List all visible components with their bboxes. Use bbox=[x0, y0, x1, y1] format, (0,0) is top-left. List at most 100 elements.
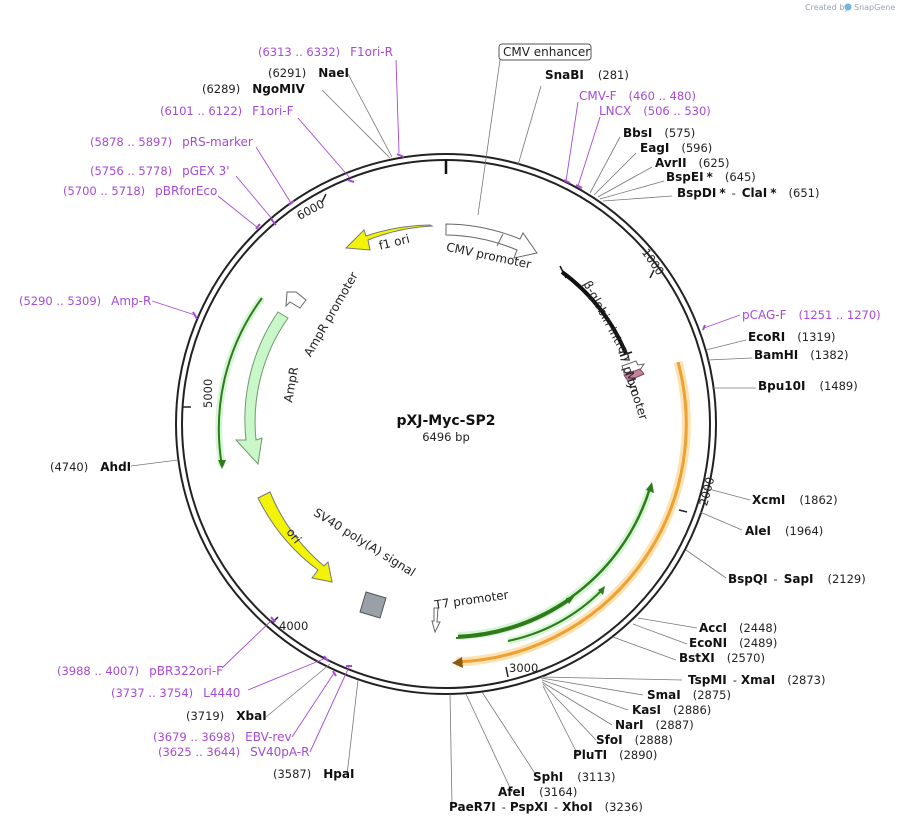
sv40-box bbox=[359, 591, 387, 619]
leader-ngomiv bbox=[321, 89, 391, 159]
enzyme-ahdi: (4740)AhdI bbox=[50, 460, 131, 474]
enzyme-bbsi: BbsI(575) bbox=[623, 126, 695, 140]
enzyme-alei: AleI(1964) bbox=[745, 524, 823, 538]
beta-globin-arc bbox=[560, 270, 628, 355]
leader-paer7i bbox=[449, 693, 453, 806]
left-green-arc bbox=[217, 297, 263, 467]
enzyme-bpu10i: Bpu10I(1489) bbox=[758, 379, 858, 393]
leader-sfoi bbox=[542, 683, 597, 741]
leader-ahdi bbox=[130, 459, 179, 467]
enzyme-bspdi-clai: BspDI*-ClaI*(651) bbox=[677, 186, 819, 200]
primer-mark-ampr bbox=[192, 311, 198, 320]
primer-mark-pbr bbox=[255, 223, 261, 230]
feature-ampr: AmpR bbox=[234, 311, 301, 466]
primer-pgex-3: (5756 .. 5778)pGEX 3' bbox=[90, 164, 230, 178]
primer-mark-f1ori-f bbox=[347, 179, 355, 183]
leader-hpai bbox=[346, 679, 359, 776]
snapgene-credit: Created by SnapGene bbox=[805, 3, 895, 12]
primer-mark-cmv-f bbox=[563, 179, 571, 184]
leader-bspei bbox=[599, 180, 665, 200]
enzyme-naei: (6291)NaeI bbox=[268, 66, 349, 80]
enzyme-tspmi-xmai: TspMI-XmaI(2873) bbox=[688, 673, 825, 687]
enzyme-econi: EcoNI(2489) bbox=[689, 636, 777, 650]
cmv-enhancer-leader bbox=[477, 59, 501, 216]
leader-econi bbox=[632, 623, 688, 645]
enzyme-labels: SnaBI(281) BbsI(575) EagI(596) AvrII(625… bbox=[50, 66, 866, 814]
green-arc-2 bbox=[455, 599, 571, 639]
beta-globin-start-cap bbox=[559, 265, 567, 279]
leader-lncx bbox=[577, 116, 601, 187]
tick-label-4000: 4000 bbox=[279, 619, 308, 633]
leader-bamhi bbox=[707, 357, 753, 361]
plasmid-size: 6496 bp bbox=[422, 430, 470, 444]
primer-labels: (6313 .. 6332)F1ori-R (6101 .. 6122)F1or… bbox=[19, 45, 881, 759]
leader-sphi bbox=[481, 691, 539, 779]
enzyme-bspqi-sapi: BspQI-SapI(2129) bbox=[728, 572, 866, 586]
primer-ebv-rev: (3679 .. 3698)EBV-rev bbox=[153, 730, 292, 744]
leader-smai bbox=[540, 677, 644, 696]
leader-alei bbox=[699, 511, 743, 531]
leader-sv40pa bbox=[309, 666, 350, 753]
enzyme-eagi: EagI(596) bbox=[640, 141, 712, 155]
leader-bspqi bbox=[685, 549, 727, 579]
feature-cmv-promoter: CMV promoter bbox=[445, 223, 538, 272]
primer-sv40pa-r: (3625 .. 3644)SV40pA-R bbox=[158, 745, 309, 759]
myc-box bbox=[623, 368, 645, 382]
primer-f1ori-r: (6313 .. 6332)F1ori-R bbox=[258, 45, 393, 59]
leader-avrii bbox=[597, 166, 653, 198]
enzyme-leaders bbox=[130, 73, 756, 806]
leader-xbai bbox=[265, 663, 331, 718]
primer-mark-f1ori-r bbox=[396, 153, 405, 158]
orange-arrowhead bbox=[452, 657, 463, 668]
backbone-outer-ring bbox=[175, 153, 717, 695]
enzyme-sfoi: SfoI(2888) bbox=[596, 733, 673, 747]
enzyme-acci: AccI(2448) bbox=[699, 621, 777, 635]
tick-mark-1000 bbox=[649, 269, 655, 279]
leader-eagi bbox=[593, 152, 637, 196]
enzyme-xcmi: XcmI(1862) bbox=[752, 493, 838, 507]
green-arrowhead-1 bbox=[646, 482, 654, 493]
f1-ori-arrow bbox=[344, 224, 434, 251]
ampr-label: AmpR bbox=[281, 366, 301, 404]
leader-ecori bbox=[705, 339, 747, 351]
ampr-promoter-label: AmpR promoter bbox=[301, 270, 361, 360]
primer-mark-pgex bbox=[270, 218, 277, 226]
beta-globin-end-cap bbox=[619, 351, 633, 357]
green-arc-3 bbox=[507, 589, 603, 642]
feature-ori: ori bbox=[257, 491, 333, 583]
feature-orange-cds bbox=[452, 360, 691, 668]
leader-ebv bbox=[291, 672, 335, 738]
leader-pbr322 bbox=[221, 618, 274, 669]
ori-arrow bbox=[257, 491, 333, 583]
primer-mark-ebv bbox=[332, 670, 337, 677]
cmv-enhancer-label: CMV enhancer bbox=[503, 45, 590, 59]
feature-f1-ori: f1 ori bbox=[344, 224, 434, 253]
leader-bbsi bbox=[589, 136, 621, 194]
enzyme-sphi: SphI(3113) bbox=[533, 770, 616, 784]
leader-bstxi bbox=[612, 636, 677, 661]
tick-mark-6000 bbox=[321, 193, 327, 203]
primer-pbr322ori-f: (3988 .. 4007)pBR322ori-F bbox=[57, 664, 223, 678]
t7-bottom-label: T7 promoter bbox=[433, 588, 510, 612]
left-green-arrowhead bbox=[218, 460, 226, 469]
primer-prs-marker: (5878 .. 5897)pRS-marker bbox=[90, 135, 253, 149]
enzyme-hpai: (3587)HpaI bbox=[273, 767, 354, 781]
leader-pluti bbox=[542, 685, 579, 756]
cmv-promoter-arrow bbox=[445, 223, 538, 259]
leader-kasi bbox=[541, 679, 629, 711]
primer-lncx: LNCX(506 .. 530) bbox=[599, 104, 711, 118]
feature-green-cds bbox=[455, 482, 654, 645]
leader-f1ori-f bbox=[297, 117, 351, 179]
enzyme-avrii: AvrII(625) bbox=[655, 156, 729, 170]
enzyme-smai: SmaI(2875) bbox=[647, 688, 731, 702]
feature-left-green bbox=[215, 295, 265, 469]
leader-tspmi bbox=[540, 676, 683, 681]
leader-afei bbox=[465, 693, 513, 793]
primer-pbrforeco: (5700 .. 5718)pBRforEco bbox=[63, 184, 217, 198]
feature-ampr-promoter: AmpR promoter bbox=[285, 270, 361, 360]
credit-brand: SnapGene bbox=[854, 3, 895, 12]
ampr-arrow bbox=[234, 311, 289, 466]
leader-acci bbox=[637, 617, 698, 629]
leader-pcag bbox=[703, 314, 741, 329]
